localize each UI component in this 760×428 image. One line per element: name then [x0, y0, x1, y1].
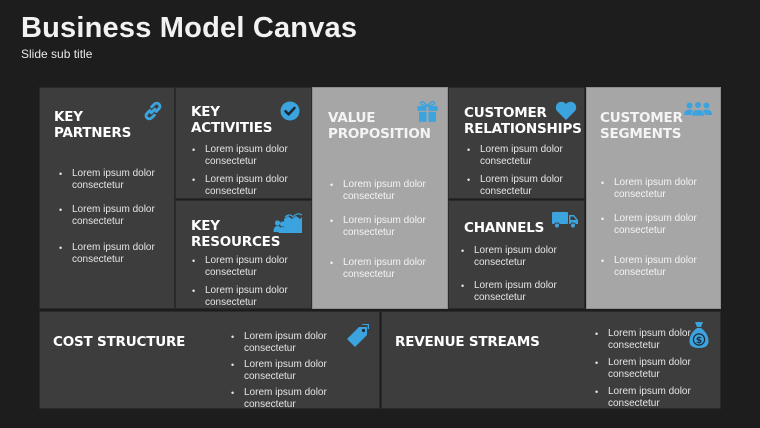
- heart-icon: [555, 101, 577, 120]
- block-heading: KEY PARTNERS: [54, 109, 131, 141]
- block-heading: COST STRUCTURE: [53, 334, 185, 350]
- bullet-item: Lorem ipsum dolor consectetur: [329, 179, 449, 203]
- block-heading: VALUE PROPOSITION: [328, 110, 431, 142]
- bullet-list: Lorem ipsum dolor consectetur Lorem ipsu…: [329, 179, 449, 281]
- bullet-item: Lorem ipsum dolor consectetur: [230, 331, 350, 355]
- bullet-item: Lorem ipsum dolor consectetur: [594, 386, 694, 410]
- bullet-item: Lorem ipsum dolor consectetur: [58, 204, 178, 228]
- bullet-list: Lorem ipsum dolor consectetur Lorem ipsu…: [600, 177, 720, 279]
- block-key-partners: KEY PARTNERS Lorem ipsum dolor consectet…: [39, 87, 175, 309]
- bullet-item: Lorem ipsum dolor consectetur: [58, 168, 178, 192]
- bullet-item: Lorem ipsum dolor consectetur: [329, 257, 449, 281]
- heading-line: RESOURCES: [191, 234, 281, 250]
- heading-line: CUSTOMER: [464, 105, 547, 121]
- heading-line: KEY: [191, 104, 220, 120]
- bullet-item: Lorem ipsum dolor consectetur: [230, 387, 350, 411]
- heading-line: RELATIONSHIPS: [464, 121, 582, 137]
- heading-line: SEGMENTS: [600, 126, 682, 142]
- bullet-item: Lorem ipsum dolor consectetur: [191, 174, 311, 198]
- heading-line: VALUE: [328, 110, 376, 126]
- factory-people-icon: [273, 211, 303, 233]
- slide-title: Business Model Canvas: [21, 12, 358, 44]
- bullet-item: Lorem ipsum dolor consectetur: [600, 213, 720, 237]
- users-group-icon: [684, 101, 712, 117]
- bullet-item: Lorem ipsum dolor consectetur: [460, 245, 580, 269]
- heading-line: COST STRUCTURE: [53, 334, 186, 350]
- bullet-item: Lorem ipsum dolor consectetur: [58, 242, 178, 266]
- bullet-item: Lorem ipsum dolor consectetur: [230, 359, 350, 383]
- block-key-resources: KEY RESOURCES Lorem ipsum dolor consecte…: [175, 200, 312, 309]
- bullet-item: Lorem ipsum dolor consectetur: [191, 144, 311, 168]
- block-heading: CUSTOMER SEGMENTS: [600, 110, 683, 142]
- block-customer-relationships: CUSTOMER RELATIONSHIPS Lorem ipsum dolor…: [448, 87, 585, 199]
- bullet-item: Lorem ipsum dolor consectetur: [466, 144, 586, 168]
- heading-line: PARTNERS: [54, 125, 132, 141]
- heading-line: CUSTOMER: [600, 110, 683, 126]
- block-key-activities: KEY ACTIVITIES Lorem ipsum dolor consect…: [175, 87, 312, 199]
- block-revenue-streams: REVENUE STREAMS $ Lorem ipsum dolor cons…: [381, 311, 721, 409]
- bullet-item: Lorem ipsum dolor consectetur: [600, 255, 720, 279]
- block-heading: REVENUE STREAMS: [395, 334, 540, 350]
- bullet-item: Lorem ipsum dolor consectetur: [466, 174, 586, 198]
- block-heading: KEY RESOURCES: [191, 218, 280, 250]
- check-circle-icon: [280, 101, 300, 121]
- heading-line: KEY: [54, 109, 83, 125]
- block-channels: CHANNELS Lorem ipsum dolor consectetur L…: [448, 200, 585, 309]
- slide-subtitle: Slide sub title: [21, 47, 93, 61]
- bullet-item: Lorem ipsum dolor consectetur: [329, 215, 449, 239]
- bullet-list: Lorem ipsum dolor consectetur Lorem ipsu…: [466, 144, 586, 198]
- truck-icon: [552, 211, 578, 229]
- bullet-list: Lorem ipsum dolor consectetur Lorem ipsu…: [230, 331, 350, 411]
- block-customer-segments: CUSTOMER SEGMENTS Lorem ipsum dolor cons…: [586, 87, 721, 309]
- bullet-item: Lorem ipsum dolor consectetur: [600, 177, 720, 201]
- block-heading: CUSTOMER RELATIONSHIPS: [464, 105, 582, 137]
- bullet-item: Lorem ipsum dolor consectetur: [460, 280, 580, 304]
- block-heading: KEY ACTIVITIES: [191, 104, 272, 136]
- link-icon: [142, 100, 164, 122]
- bullet-list: Lorem ipsum dolor consectetur Lorem ipsu…: [460, 245, 580, 304]
- gift-icon: [417, 100, 438, 122]
- block-cost-structure: COST STRUCTURE Lorem ipsum dolor consect…: [39, 311, 380, 411]
- heading-line: KEY: [191, 218, 220, 234]
- bullet-item: Lorem ipsum dolor consectetur: [594, 328, 694, 352]
- heading-line: PROPOSITION: [328, 126, 431, 142]
- block-heading: CHANNELS: [464, 220, 544, 236]
- svg-text:$: $: [696, 336, 702, 346]
- heading-line: REVENUE STREAMS: [395, 334, 540, 350]
- block-value-proposition: VALUE PROPOSITION Lorem ipsum dolor cons…: [312, 87, 448, 309]
- tags-icon: [345, 324, 369, 348]
- bullet-item: Lorem ipsum dolor consectetur: [191, 255, 311, 279]
- heading-line: CHANNELS: [464, 220, 545, 236]
- bullet-list: Lorem ipsum dolor consectetur Lorem ipsu…: [58, 168, 178, 266]
- bullet-list: Lorem ipsum dolor consectetur Lorem ipsu…: [594, 328, 694, 410]
- heading-line: ACTIVITIES: [191, 120, 273, 136]
- bullet-list: Lorem ipsum dolor consectetur Lorem ipsu…: [191, 144, 311, 198]
- bullet-list: Lorem ipsum dolor consectetur Lorem ipsu…: [191, 255, 311, 309]
- bullet-item: Lorem ipsum dolor consectetur: [191, 285, 311, 309]
- bullet-item: Lorem ipsum dolor consectetur: [594, 357, 694, 381]
